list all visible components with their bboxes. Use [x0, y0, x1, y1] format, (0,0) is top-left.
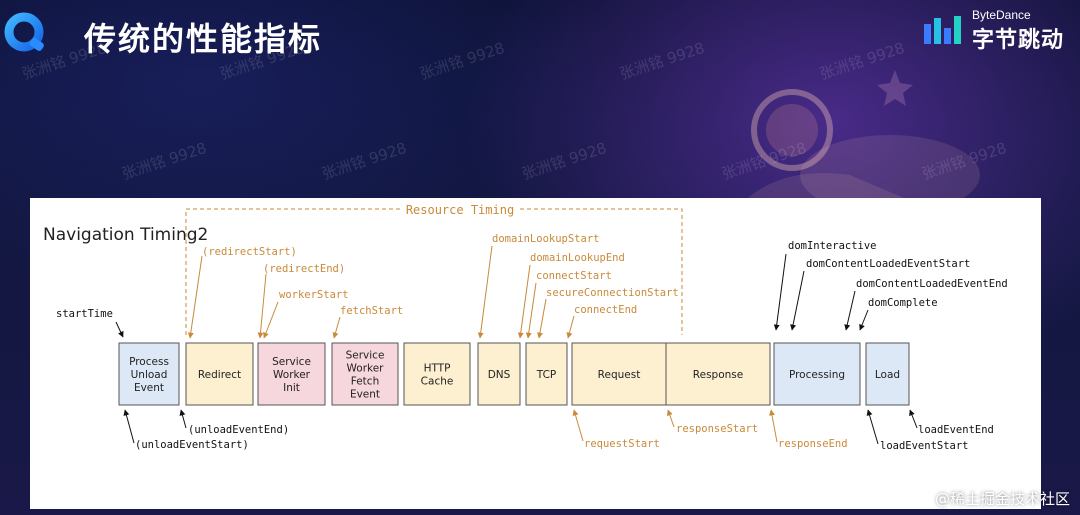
- label-workerStart: workerStart: [279, 289, 349, 301]
- block-label-redirect: Redirect: [198, 369, 241, 381]
- block-label-service-worker-fetch: Event: [350, 389, 380, 401]
- block-service-worker-init: [257, 342, 326, 406]
- label-unloadEventStart: (unloadEventStart): [135, 439, 249, 451]
- arrow-secureConnectionStart: [537, 298, 547, 339]
- block-label-service-worker-fetch: Service: [346, 350, 385, 362]
- arrow-loadEventEnd: [909, 409, 918, 429]
- block-label-service-worker-init: Init: [283, 382, 300, 394]
- arrow-domContentLoadedEventStart: [790, 270, 805, 331]
- block-label-tcp: TCP: [536, 369, 556, 381]
- label-responseStart: responseStart: [676, 423, 758, 435]
- watermark: 张洲铭 9928: [519, 138, 609, 184]
- arrow-unloadEventEnd: [179, 409, 187, 429]
- block-dns: [477, 342, 521, 406]
- arrow-domainLookupStart: [477, 245, 493, 339]
- arrow-startTime: [115, 321, 124, 338]
- block-label-service-worker-init: Service: [272, 356, 311, 368]
- label-loadEventStart: loadEventStart: [880, 440, 969, 452]
- arrow-domContentLoadedEventEnd: [844, 290, 856, 331]
- label-startTime: startTime: [56, 308, 113, 320]
- block-label-process-unload: Event: [134, 382, 164, 394]
- block-label-service-worker-fetch: Worker: [347, 363, 385, 375]
- block-http-cache: [403, 342, 471, 406]
- watermark: 张洲铭 9928: [417, 38, 507, 84]
- astronaut-illustration: [740, 70, 980, 205]
- diagram-title: Navigation Timing2: [43, 225, 208, 245]
- block-load: [865, 342, 910, 406]
- label-secureConnectionStart: secureConnectionStart: [546, 287, 679, 299]
- arrow-responseStart: [666, 409, 675, 428]
- block-label-request: Request: [598, 369, 641, 381]
- label-responseEnd: responseEnd: [778, 438, 848, 450]
- arrow-domInteractive: [773, 253, 787, 331]
- arrow-loadEventStart: [866, 409, 879, 445]
- arrow-connectStart: [525, 282, 537, 339]
- watermark: 张洲铭 9928: [119, 138, 209, 184]
- block-label-service-worker-fetch: Fetch: [351, 376, 379, 388]
- label-domInteractive: domInteractive: [788, 240, 877, 252]
- arrow-redirectEnd: [257, 273, 267, 339]
- watermark: 张洲铭 9928: [319, 138, 409, 184]
- arrow-domComplete: [859, 309, 869, 331]
- watermark: 张洲铭 9928: [617, 38, 707, 84]
- resource-timing-bracket: [185, 208, 683, 335]
- block-tcp: [525, 342, 568, 406]
- block-label-load: Load: [875, 369, 900, 381]
- block-service-worker-fetch: [331, 342, 399, 406]
- resource-timing-label: Resource Timing: [406, 203, 514, 217]
- block-response: [665, 342, 771, 406]
- arrow-responseEnd: [769, 409, 778, 443]
- brand-en: ByteDance: [972, 8, 1031, 22]
- arrow-fetchStart: [332, 316, 341, 339]
- block-process-unload: [118, 342, 180, 406]
- label-connectStart: connectStart: [536, 270, 612, 282]
- label-domComplete: domComplete: [868, 297, 938, 309]
- arrow-connectEnd: [566, 315, 575, 339]
- label-fetchStart: fetchStart: [340, 305, 403, 317]
- block-label-processing: Processing: [789, 369, 845, 381]
- footer-credit: @稀土掘金技术社区: [934, 490, 1070, 508]
- label-unloadEventEnd: (unloadEventEnd): [188, 424, 289, 436]
- label-domContentLoadedEventEnd: domContentLoadedEventEnd: [856, 278, 1008, 290]
- label-redirectStart: (redirectStart): [202, 246, 297, 258]
- block-label-process-unload: Process: [129, 356, 169, 368]
- arrow-redirectStart: [187, 255, 203, 339]
- arrow-workerStart: [263, 301, 279, 339]
- label-domContentLoadedEventStart: domContentLoadedEventStart: [806, 258, 970, 270]
- block-label-http-cache: Cache: [421, 376, 454, 388]
- label-redirectEnd: (redirectEnd): [263, 263, 345, 275]
- slide-title: 传统的性能指标: [84, 20, 323, 58]
- label-requestStart: requestStart: [584, 438, 660, 450]
- label-domainLookupStart: domainLookupStart: [492, 233, 599, 245]
- brand-cn: 字节跳动: [972, 28, 1065, 53]
- label-connectEnd: connectEnd: [574, 304, 637, 316]
- bytedance-bars-icon: [924, 16, 961, 44]
- logo-q-icon: [4, 12, 44, 52]
- block-label-service-worker-init: Worker: [273, 369, 311, 381]
- arrow-requestStart: [572, 409, 584, 442]
- bytedance-logo: ByteDance 字节跳动: [924, 8, 1074, 53]
- block-processing: [773, 342, 861, 406]
- arrow-domainLookupEnd: [517, 264, 531, 339]
- navigation-timing-diagram: Resource Timing Navigation Timing2 Proce…: [30, 198, 1041, 509]
- label-loadEventEnd: loadEventEnd: [918, 424, 994, 436]
- block-label-dns: DNS: [488, 369, 511, 381]
- block-label-process-unload: Unload: [131, 369, 168, 381]
- timing-diagram-svg: Resource Timing Navigation Timing2 Proce…: [43, 203, 1008, 452]
- label-domainLookupEnd: domainLookupEnd: [530, 252, 625, 264]
- arrow-unloadEventStart: [123, 409, 135, 444]
- block-redirect: [185, 342, 254, 406]
- block-label-http-cache: HTTP: [424, 363, 451, 375]
- block-label-response: Response: [693, 369, 743, 381]
